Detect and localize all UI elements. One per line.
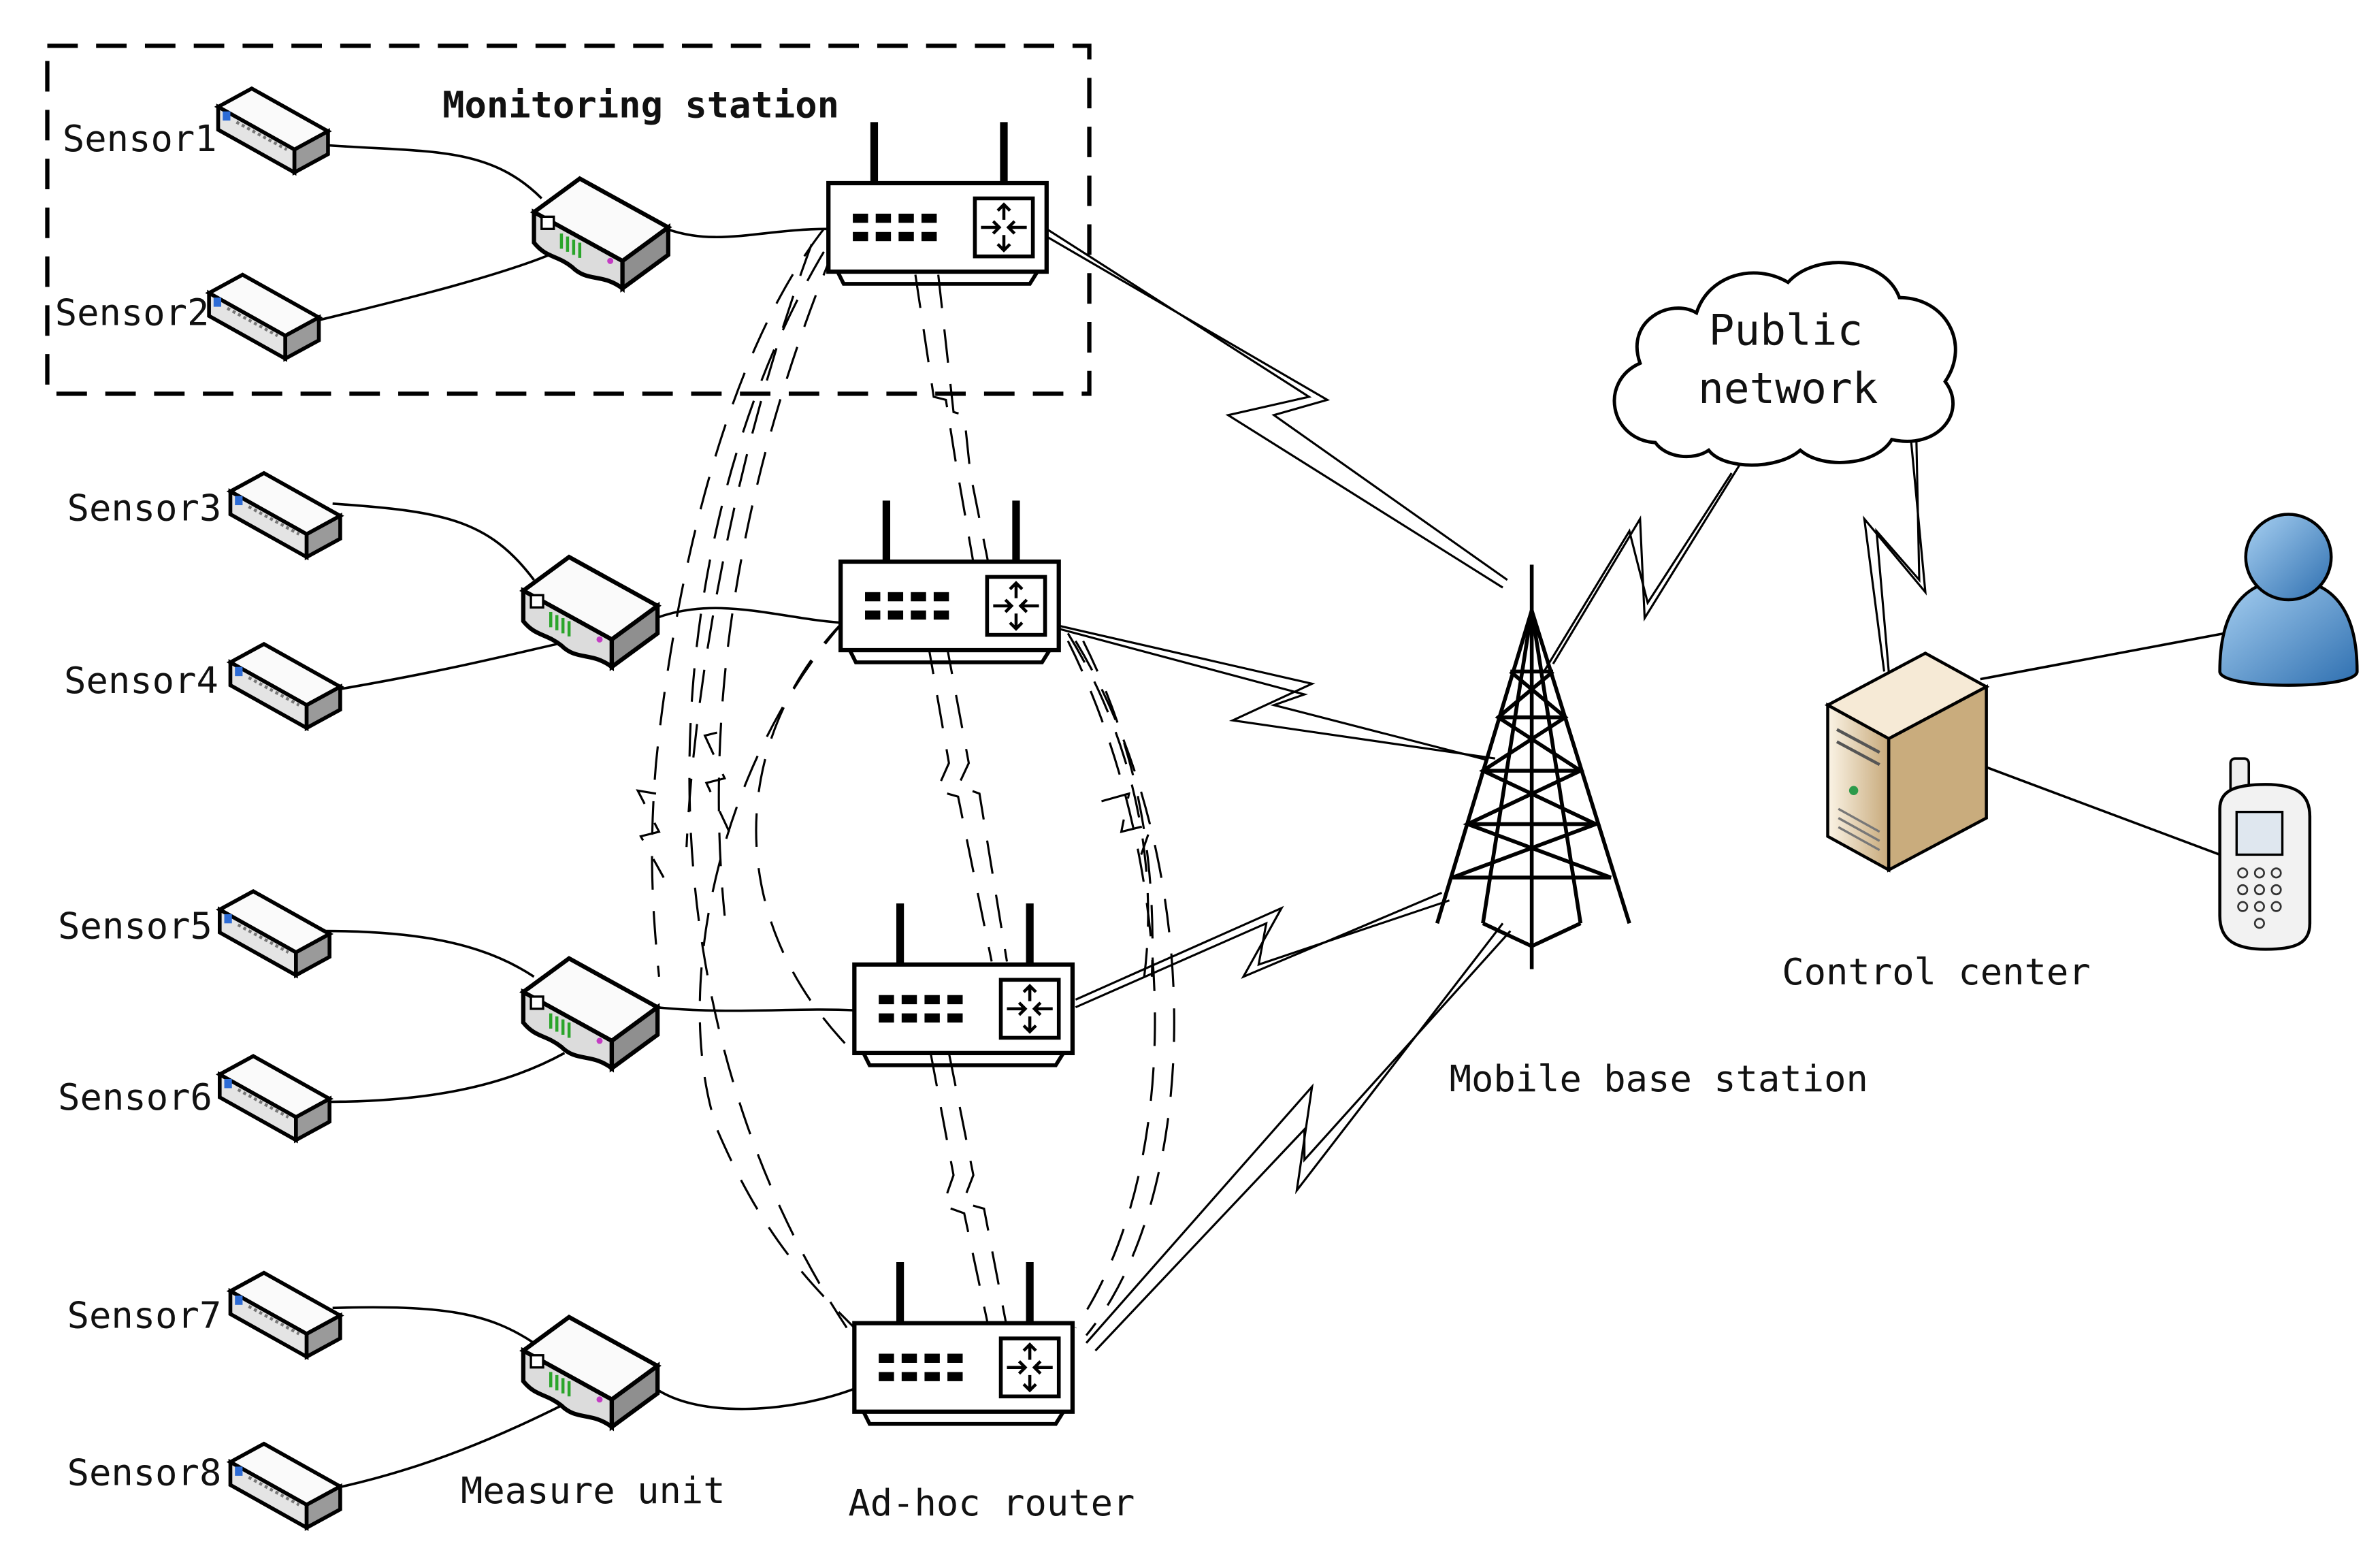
mobile-phone-icon <box>2218 757 2312 951</box>
sensor-label: Sensor2 <box>55 291 210 334</box>
measure-unit-icon <box>534 178 668 288</box>
sensor-label: Sensor6 <box>58 1076 212 1118</box>
measure-unit-icon <box>523 959 657 1068</box>
sensor-label: Sensor4 <box>64 659 218 702</box>
measure-unit-label: Measure unit <box>461 1469 726 1512</box>
sensor-device-icon <box>218 88 328 172</box>
sensor-labels: Sensor1 Sensor2 Sensor3 Sensor4 Sensor5 … <box>55 117 222 1494</box>
sensor-device-icon <box>230 473 340 557</box>
adhoc-router-icon <box>828 122 1047 284</box>
wireless-bolt-links <box>1045 227 1927 1352</box>
sensor-device-icon <box>209 275 319 359</box>
monitoring-station-boundary <box>45 44 1092 396</box>
user-icon <box>2218 513 2359 687</box>
sensor-label: Sensor1 <box>63 117 217 160</box>
adhoc-router-icon <box>854 903 1073 1065</box>
unit-router-wires <box>655 227 855 1411</box>
server-user-line <box>1980 632 2225 681</box>
cell-tower-icon <box>1435 564 1631 969</box>
mobile-base-station-label: Mobile base station <box>1450 1057 1868 1100</box>
server-phone-line <box>1983 764 2221 856</box>
sensor-device-icon <box>230 1444 340 1528</box>
adhoc-dashed-links <box>636 228 1175 1336</box>
sensor-label: Sensor3 <box>67 486 222 529</box>
server-icon <box>1824 651 1990 873</box>
adhoc-router-icon <box>854 1262 1073 1424</box>
sensor-label: Sensor5 <box>58 905 212 948</box>
measure-unit-icon <box>523 557 657 666</box>
sensor-device-icon <box>220 1056 329 1140</box>
adhoc-routers <box>828 122 1073 1423</box>
public-network-label-line2: network <box>1698 364 1878 413</box>
adhoc-router-label: Ad-hoc router <box>848 1481 1135 1524</box>
public-network-label-line1: Public <box>1709 306 1863 355</box>
sensor-device-icon <box>230 644 340 728</box>
measure-units <box>523 178 668 1427</box>
sensor-devices <box>209 88 340 1528</box>
sensor-label: Sensor7 <box>67 1293 222 1336</box>
monitoring-station-label: Monitoring station <box>442 84 839 127</box>
sensor-device-icon <box>220 891 329 975</box>
cloud-icon <box>1612 261 1957 467</box>
sensor-label: Sensor8 <box>67 1451 222 1494</box>
measure-unit-icon <box>523 1317 657 1427</box>
sensor-device-icon <box>230 1273 340 1357</box>
control-center-label: Control center <box>1782 950 2090 993</box>
adhoc-router-icon <box>841 500 1059 662</box>
sensor-wires <box>316 144 566 1489</box>
